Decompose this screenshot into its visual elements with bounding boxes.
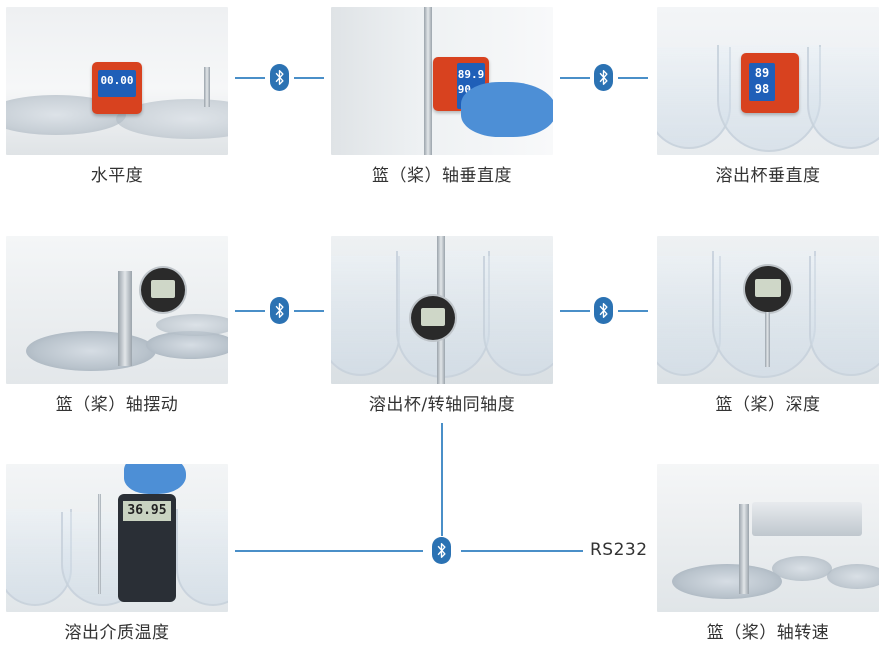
photo-basket-depth: [657, 236, 879, 384]
caption-shaft-wobble: 篮（桨）轴摆动: [55, 395, 179, 415]
dial-indicator: [141, 268, 185, 312]
connector-line: [618, 77, 648, 79]
bluetooth-icon: [594, 297, 613, 324]
photo-medium-temperature: 36.95: [6, 464, 228, 612]
caption-levelness: 水平度: [90, 166, 144, 186]
rs232-label: RS232: [590, 540, 648, 560]
gloved-hand: [124, 464, 186, 494]
thermometer-readout: 36.95: [123, 501, 171, 521]
connector-line: [235, 550, 423, 552]
photo-vessel-verticality: 89 98: [657, 7, 879, 155]
caption-vessel-coaxiality: 溶出杯/转轴同轴度: [368, 395, 516, 415]
bluetooth-icon: [270, 297, 289, 324]
photo-vessel-coaxiality: [331, 236, 553, 384]
digital-level-device: 00.00: [92, 62, 142, 114]
connector-line: [560, 77, 590, 79]
connector-line: [560, 310, 590, 312]
photo-shaft-verticality: 89.9 90.0: [331, 7, 553, 155]
caption-shaft-verticality: 篮（桨）轴垂直度: [372, 166, 512, 186]
photo-level-meter: 00.00: [6, 7, 228, 155]
caption-shaft-speed: 篮（桨）轴转速: [706, 623, 830, 643]
dial-indicator: [411, 296, 455, 340]
bluetooth-icon: [432, 537, 451, 564]
level-readout-bottom: 98: [754, 82, 770, 96]
connector-line-vertical: [441, 423, 443, 536]
bluetooth-icon: [594, 64, 613, 91]
connector-line: [461, 550, 583, 552]
gloved-hand: [461, 82, 553, 137]
connector-line: [294, 77, 324, 79]
level-readout-top: 89: [754, 66, 770, 80]
digital-level-device: 89 98: [741, 53, 799, 113]
level-readout: 00.00: [98, 70, 136, 97]
connector-line: [618, 310, 648, 312]
connector-line: [235, 310, 265, 312]
connector-line: [235, 77, 265, 79]
dial-indicator: [745, 266, 791, 312]
caption-basket-depth: 篮（桨）深度: [715, 395, 821, 415]
digital-thermometer: 36.95: [118, 494, 176, 602]
photo-shaft-speed: [657, 464, 879, 612]
level-readout-top: 89.9: [457, 68, 485, 81]
photo-shaft-wobble: [6, 236, 228, 384]
caption-medium-temperature: 溶出介质温度: [64, 623, 170, 643]
caption-vessel-verticality: 溶出杯垂直度: [715, 166, 821, 186]
bluetooth-icon: [270, 64, 289, 91]
connector-line: [294, 310, 324, 312]
